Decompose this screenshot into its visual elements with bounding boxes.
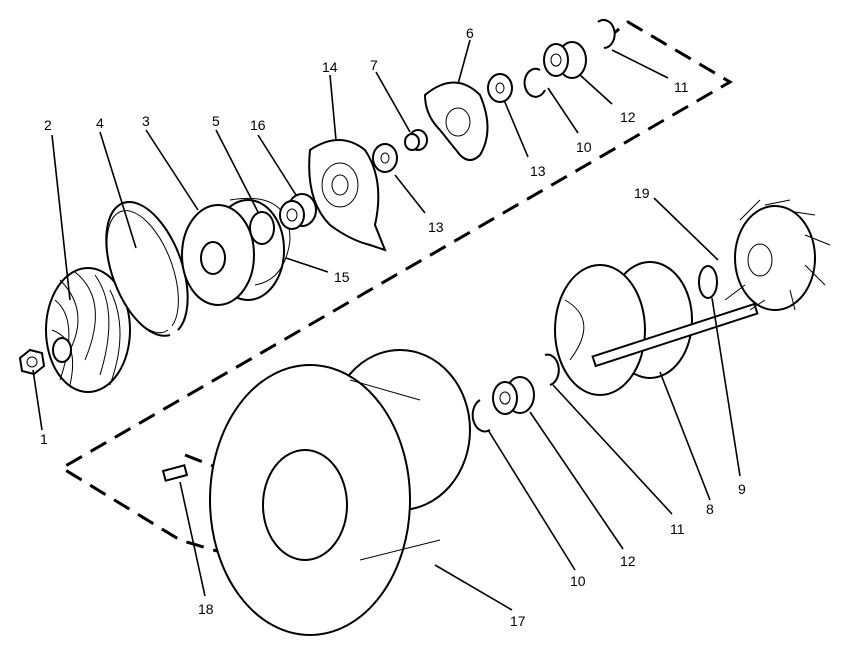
callout-19: 19 [634,185,650,201]
callout-7: 7 [370,57,378,73]
compressor-wheel-part [45,267,131,393]
turbine-wheel-shaft-part [591,199,831,368]
sleeve-part [279,193,317,230]
nut-part [18,348,46,376]
callout-9: 9 [738,481,746,497]
journal-bearing-part [492,376,535,415]
callout-12-top: 12 [620,109,636,125]
callout-11-top: 11 [674,79,689,95]
callout-4: 4 [96,115,104,131]
callout-5: 5 [212,113,220,129]
piston-ring-part [698,265,718,299]
callout-10-bottom: 10 [570,573,586,589]
snap-ring-small-part [523,67,546,98]
thrust-collar-part [404,129,428,151]
snap-ring-small-part [544,353,560,386]
callout-8: 8 [706,501,714,517]
callout-16: 16 [250,117,266,133]
callout-15: 15 [334,269,350,285]
journal-bearing-part [543,41,587,79]
callout-6: 6 [466,25,474,41]
callout-13-left: 13 [428,219,444,235]
snap-ring-small-part [471,399,491,433]
callout-14: 14 [322,59,338,75]
callout-3: 3 [142,113,150,129]
leader-lines [32,39,741,611]
callout-1: 1 [40,431,48,447]
callout-17: 17 [510,613,526,629]
thrust-plate-part [308,139,387,252]
callout-18: 18 [198,601,214,617]
callout-labels: 1 2 3 4 5 6 7 8 9 10 10 11 11 12 12 13 1… [40,25,746,629]
snap-ring-large-part [105,201,189,337]
callout-12-bottom: 12 [620,553,636,569]
washer-part [487,73,513,103]
center-housing-part [209,349,471,636]
washer-part [372,143,398,173]
callout-10-top: 10 [576,139,592,155]
callout-2: 2 [44,117,52,133]
thrust-bearing-part [423,81,489,161]
snap-ring-small-part [597,19,616,49]
dowel-pin-part [161,464,189,482]
seal-ring-part [229,197,291,286]
heat-shield-part [554,261,693,396]
callout-11-bottom: 11 [670,521,685,537]
callout-13-right: 13 [530,163,546,179]
